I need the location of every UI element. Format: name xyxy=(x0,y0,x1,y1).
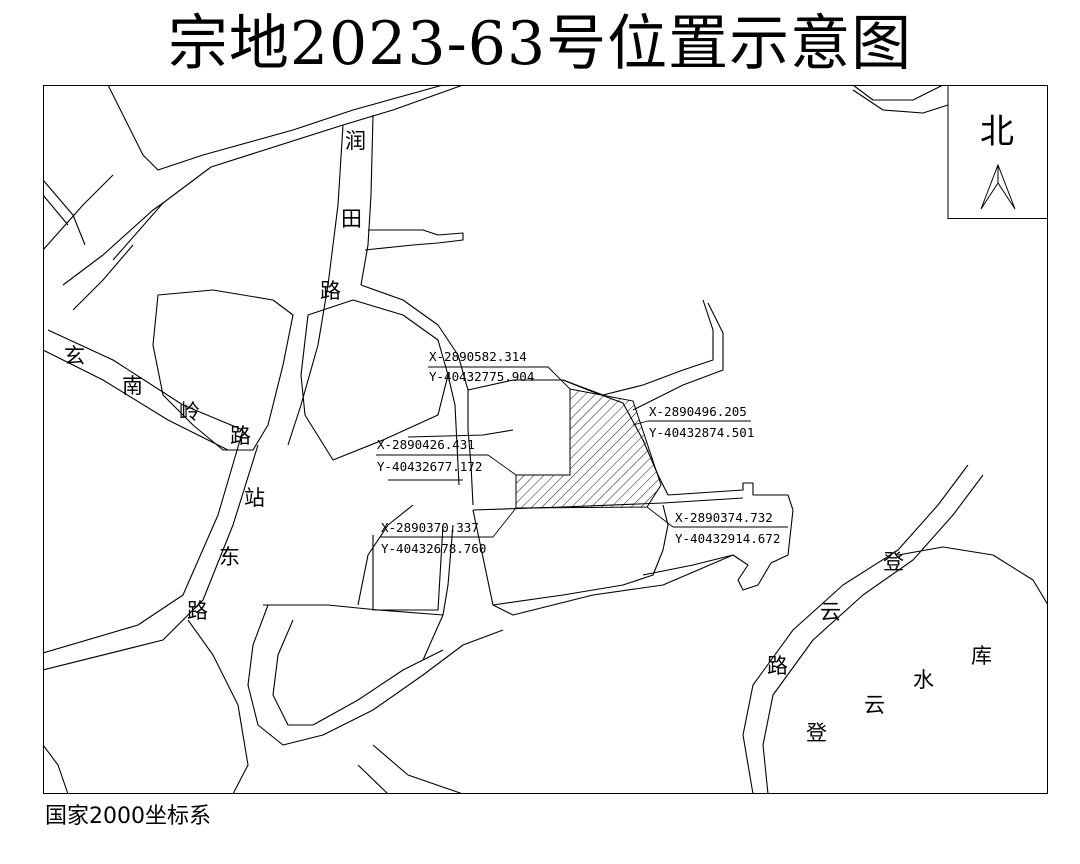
xuannanling-road-char-4: 路 xyxy=(230,424,251,448)
map-title: 宗地2023-63号位置示意图 xyxy=(167,9,913,79)
north-arrow: 北 xyxy=(947,85,1048,219)
point-4-y: Y-40432678.760 xyxy=(381,541,486,556)
dengyun-road-char-2: 云 xyxy=(820,600,841,624)
map-frame xyxy=(43,85,1048,794)
coordinate-labels: X-2890582.314 Y-40432775.904 X-2890496.2… xyxy=(377,349,780,556)
point-5-y: Y-40432914.672 xyxy=(675,531,780,546)
land-parcel[interactable] xyxy=(515,388,662,509)
reservoir-char-3: 水 xyxy=(913,668,934,692)
point-3-y: Y-40432677.172 xyxy=(377,459,482,474)
xuannanling-road-char-3: 岭 xyxy=(179,400,200,424)
reservoir-char-4: 库 xyxy=(971,644,992,668)
point-2-y: Y-40432874.501 xyxy=(649,425,754,440)
runtian-road-char-3: 路 xyxy=(320,279,341,303)
site-location-map: X-2890582.314 Y-40432775.904 X-2890496.2… xyxy=(43,85,1048,794)
coordinate-system-note: 国家2000坐标系 xyxy=(45,804,211,829)
runtian-road-char-2: 田 xyxy=(341,207,362,231)
reservoir-char-1: 登 xyxy=(806,721,827,745)
station-east-road-char-3: 路 xyxy=(187,599,208,623)
point-4-x: X-2890370.337 xyxy=(381,520,479,535)
point-2-x: X-2890496.205 xyxy=(649,404,747,419)
station-east-road-char-2: 东 xyxy=(219,545,240,569)
station-east-road-char-1: 站 xyxy=(244,486,265,510)
point-5-x: X-2890374.732 xyxy=(675,510,773,525)
road-labels: 润 田 路 玄 南 岭 路 站 东 路 登 云 路 登 云 水 库 xyxy=(64,129,992,745)
coordinate-leaders xyxy=(376,366,788,538)
dengyun-road-char-1: 登 xyxy=(883,550,904,574)
xuannanling-road-char-2: 南 xyxy=(122,374,143,398)
point-1-x: X-2890582.314 xyxy=(429,349,527,364)
reservoir-char-2: 云 xyxy=(864,693,885,717)
xuannanling-road-char-1: 玄 xyxy=(64,344,85,368)
point-1-y: Y-40432775.904 xyxy=(429,369,534,384)
runtian-road-char-1: 润 xyxy=(345,129,366,153)
dengyun-road-char-3: 路 xyxy=(767,654,788,678)
point-3-x: X-2890426.431 xyxy=(377,437,475,452)
north-label: 北 xyxy=(980,112,1014,152)
